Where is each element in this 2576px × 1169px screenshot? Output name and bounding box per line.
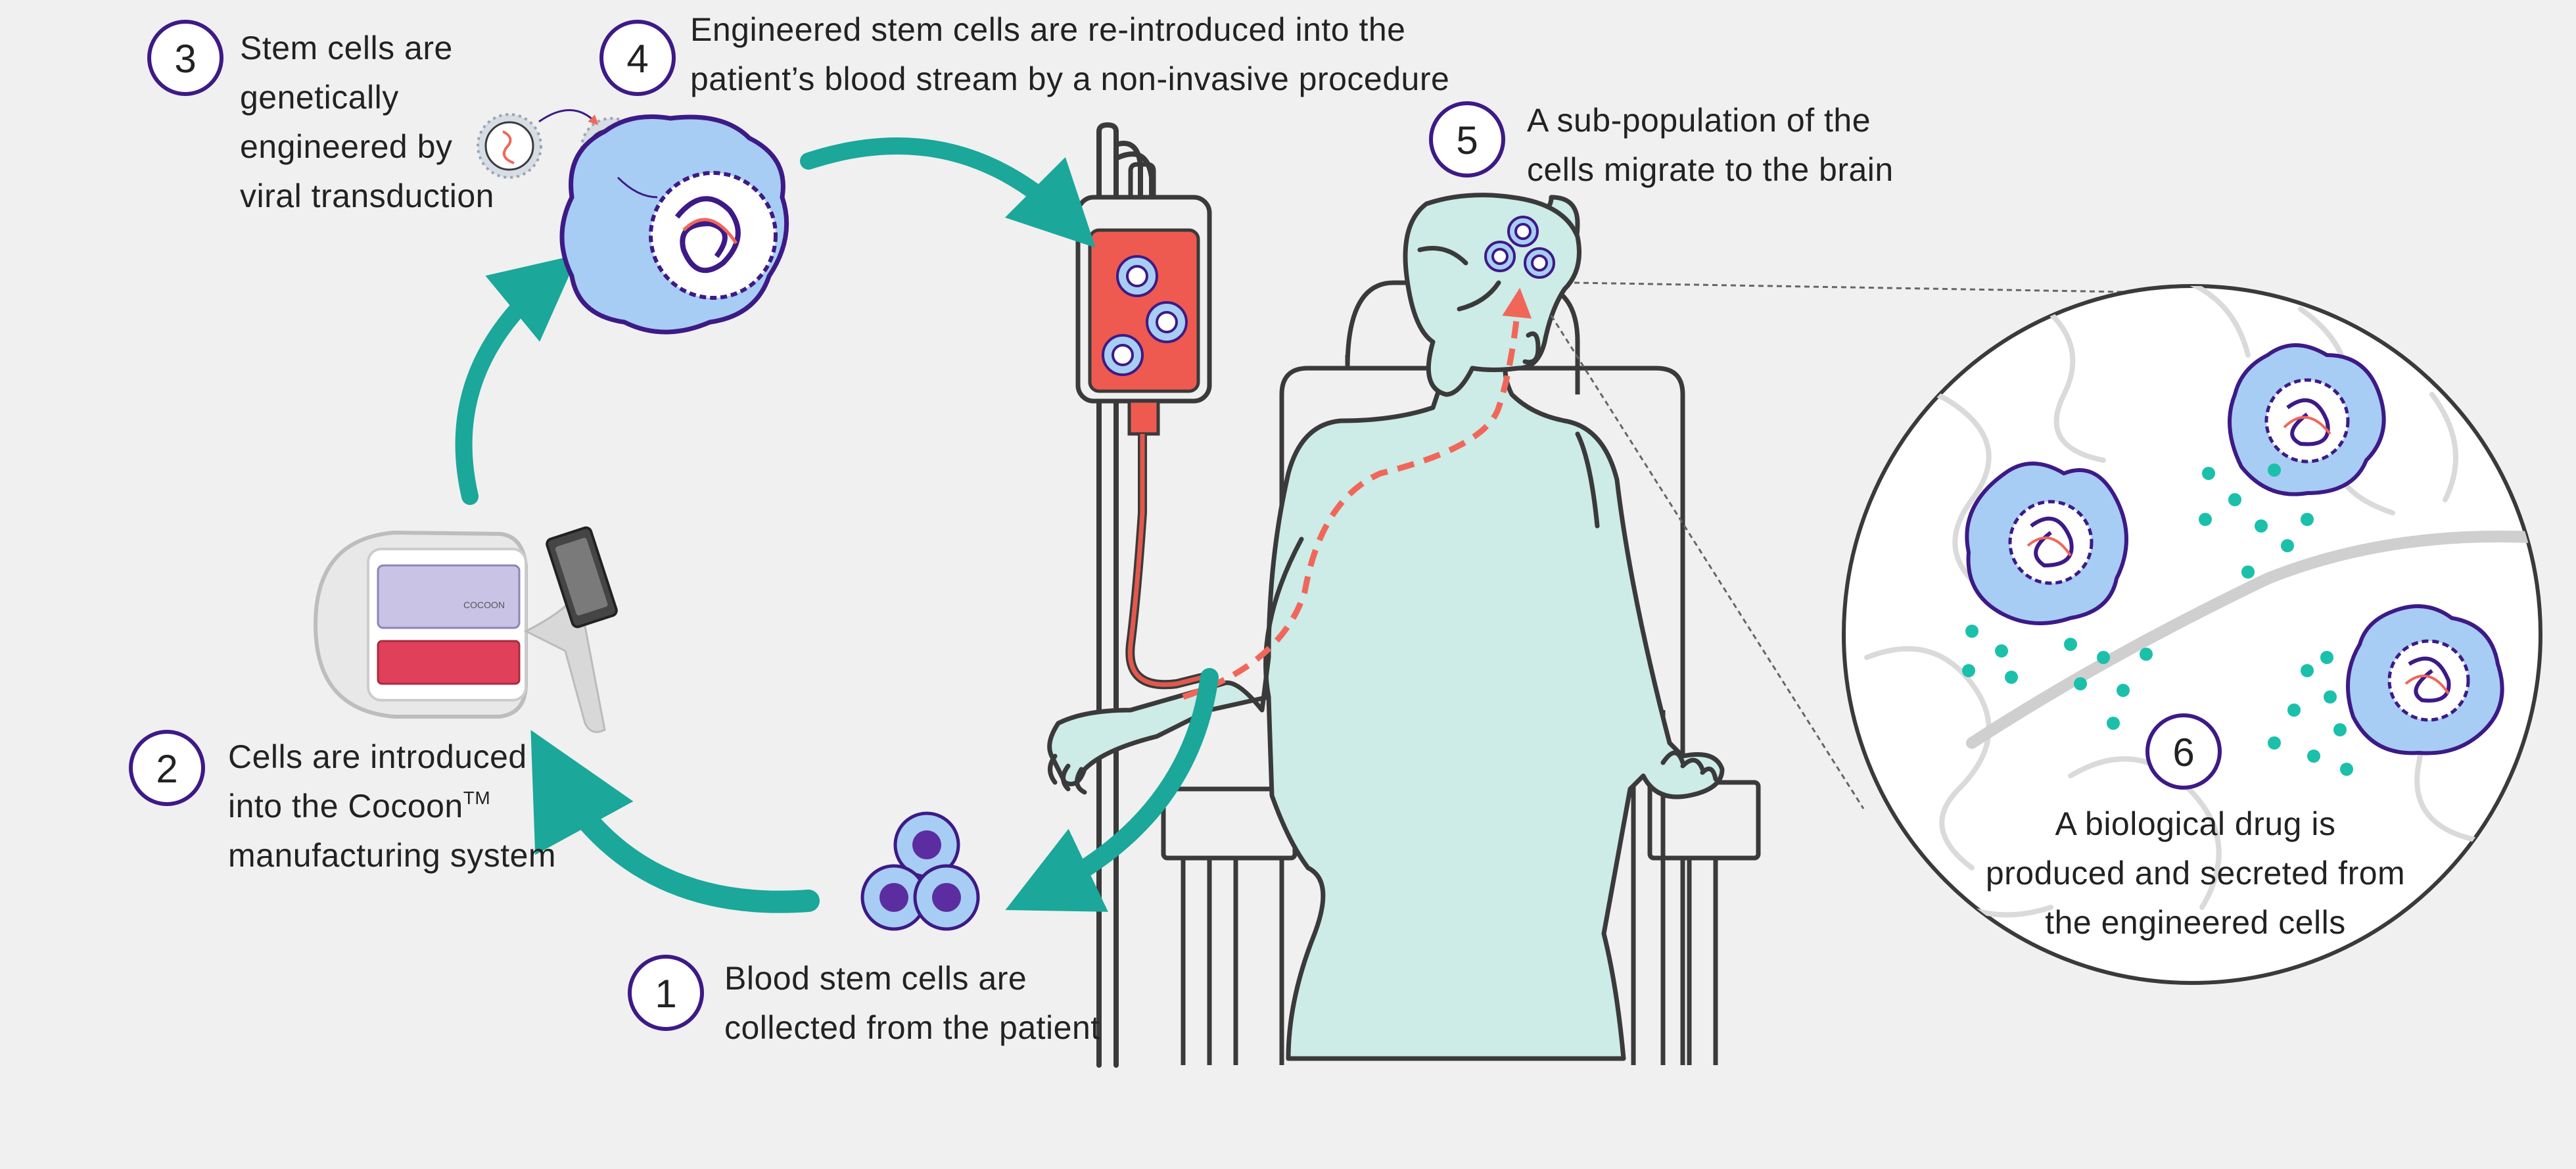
step-5-line-1: A sub-population of the [1527,102,1871,139]
step-1-number: 1 [655,972,676,1016]
step-3-line-1: Stem cells are [240,30,453,66]
step-4-line-1: Engineered stem cells are re-introduced … [690,11,1405,48]
step-5-line-2: cells migrate to the brain [1527,151,1894,188]
step-3-number: 3 [174,37,196,81]
device-label: COCOON [463,600,505,610]
step-4: 4 Engineered stem cells are re-introduce… [599,11,1449,97]
step-2-line-2-text: into the Cocoon [228,788,463,824]
step-4-number: 4 [626,37,648,81]
brain-cells [1484,216,1555,279]
brain-zoom-icon [1550,281,2542,985]
step-1: 1 Blood stem cells are collected from th… [628,955,1100,1046]
iv-bag-icon [1075,162,1212,690]
step-4-line-2: patient’s blood stream by a non-invasive… [690,60,1449,97]
step-3: 3 Stem cells are genetically engineered … [147,20,494,214]
step-6-number: 6 [2172,730,2194,775]
step-6-line-2: produced and secreted from [1986,855,2405,892]
cycle-arrows [455,137,1219,913]
step-3-line-4: viral transduction [240,178,494,214]
step-6-line-1: A biological drug is [2055,805,2336,842]
step-3-line-3: engineered by [240,128,452,165]
migration-path [1182,287,1532,700]
step-5-number: 5 [1456,118,1478,162]
step-1-line-2: collected from the patient [724,1009,1100,1046]
engineered-cell-icon [559,114,789,335]
step-6: 6 A biological drug is produced and secr… [1986,713,2405,941]
step-3-line-2: genetically [240,79,399,116]
drug-dots [1962,464,2353,776]
step-2-line-1: Cells are introduced [228,738,527,775]
trademark-mark: TM [463,788,490,808]
step-5: 5 A sub-population of the cells migrate … [1429,101,1894,188]
step-2: 2 Cells are introduced into the CocoonTM… [129,730,556,874]
stem-cell-icon [860,811,980,931]
step-2-number: 2 [156,747,177,791]
step-2-line-2: into the CocoonTM [228,788,490,824]
step-6-line-3: the engineered cells [2045,904,2346,941]
cocoon-device-icon: COCOON [313,526,618,733]
step-1-line-1: Blood stem cells are [724,960,1027,997]
step-2-line-3: manufacturing system [228,837,556,874]
